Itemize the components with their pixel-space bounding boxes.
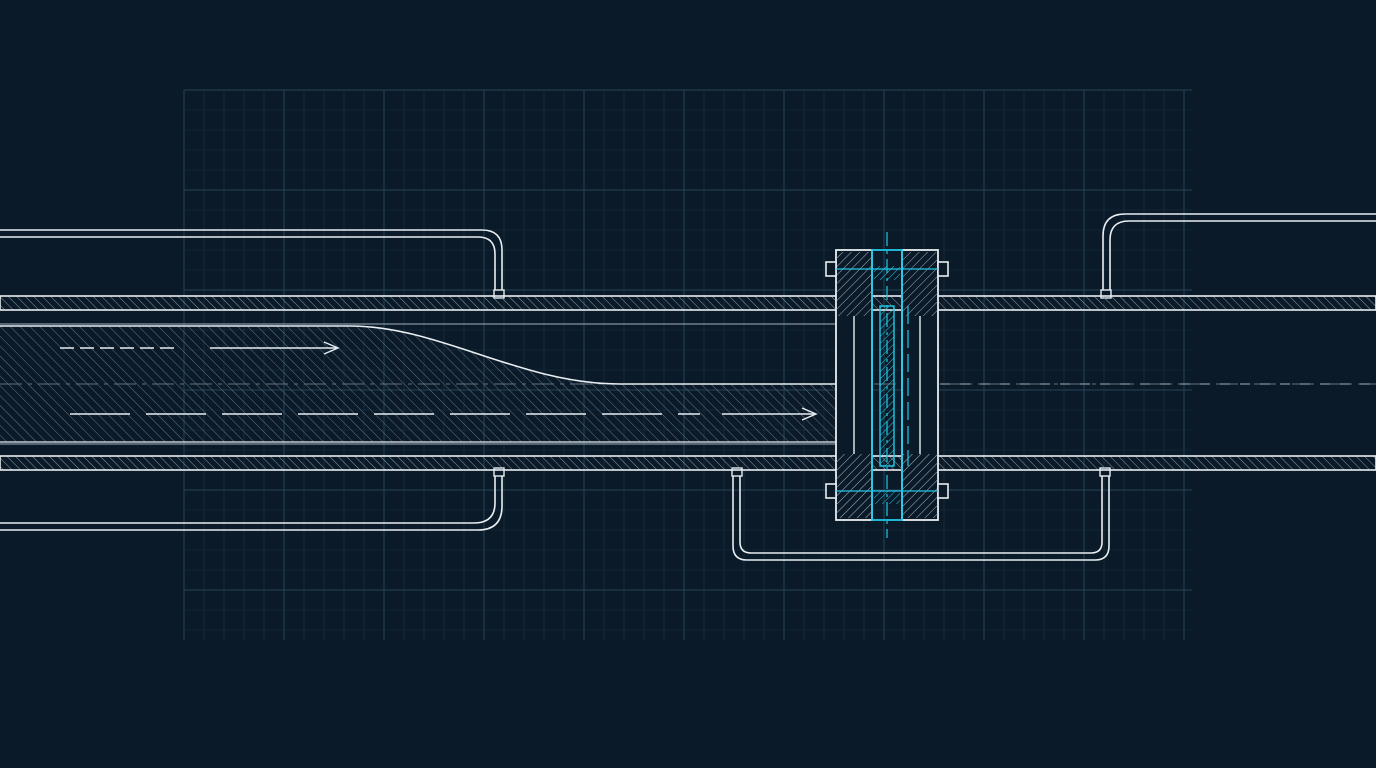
bypass-lower-line: [732, 470, 1110, 561]
flow-boundary: [0, 325, 836, 385]
flow-arrow-icon: [60, 341, 818, 421]
pipe-section: [0, 295, 1376, 471]
upstream-lower-line: [0, 470, 503, 531]
upstream-lower-line-inner: [0, 470, 496, 524]
bolt-icon: [825, 261, 949, 499]
flange-icon: [825, 232, 949, 538]
upstream-upper-line: [0, 229, 503, 296]
bypass-lower-line-inner: [739, 470, 1103, 554]
orifice-plate: [871, 249, 903, 521]
flow-body: [0, 326, 836, 442]
upstream-upper-line-inner: [0, 236, 496, 296]
flow-contraction: [0, 325, 836, 443]
impulse-lines: [0, 213, 1376, 561]
left-flange-hatch-bottom: [836, 454, 872, 518]
right-flange-hatch-top: [902, 252, 938, 316]
downstream-upper-line-inner: [1109, 220, 1376, 296]
pipe-wall-bottom: [0, 455, 1376, 471]
left-flange-hatch-top: [836, 252, 872, 316]
downstream-upper-line: [1102, 213, 1376, 296]
pipe-wall-top: [0, 295, 1376, 311]
